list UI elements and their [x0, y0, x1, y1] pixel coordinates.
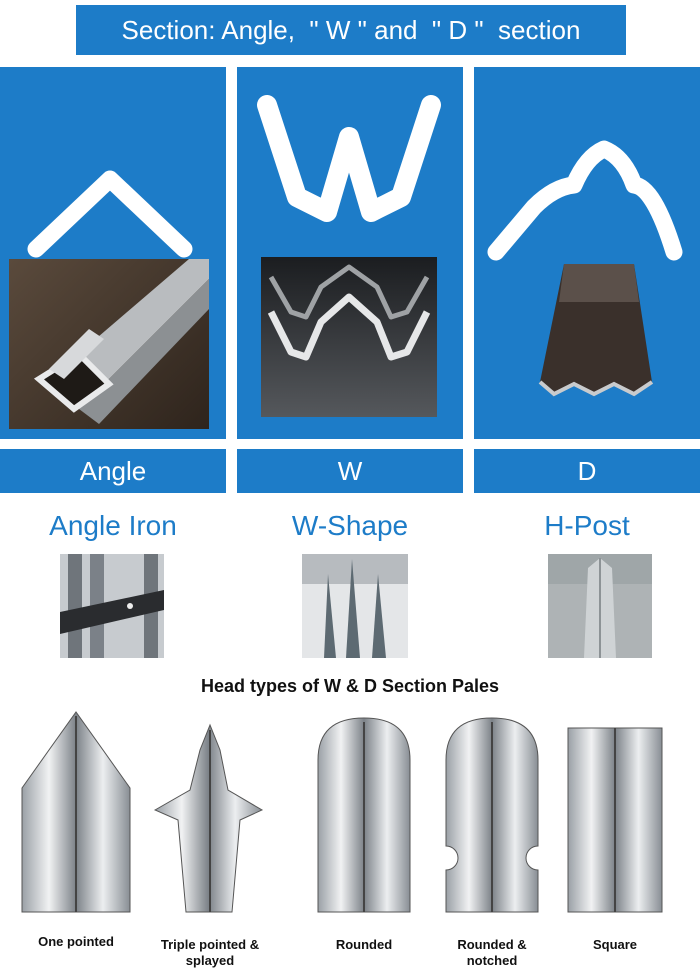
product-label-h-post: H-Post	[544, 510, 630, 541]
h-post-thumbnail	[548, 554, 652, 658]
page-title: Section: Angle, " W " and " D " section	[76, 5, 626, 55]
caption-triple-pointed: Triple pointed & splayed	[160, 937, 260, 968]
rounded-notched-head-icon	[445, 717, 539, 913]
section-label-d: D	[474, 449, 700, 493]
w-shape-thumbnail	[302, 554, 408, 658]
caption-square: Square	[592, 937, 638, 952]
rounded-head-icon	[317, 717, 411, 913]
product-label-angle-iron: Angle Iron	[49, 510, 177, 541]
section-panel-d	[474, 67, 700, 439]
w-profile-icon	[257, 95, 441, 222]
angle-iron-thumbnail	[60, 554, 164, 658]
one-pointed-head-icon	[21, 711, 131, 913]
head-types-illustrations	[21, 711, 663, 913]
product-label-w-shape: W-Shape	[291, 510, 409, 541]
angle-profile-icon	[27, 170, 193, 258]
section-panel-angle	[0, 67, 226, 439]
square-head-icon	[567, 727, 663, 913]
triple-pointed-splayed-head-icon	[153, 723, 264, 913]
section-panel-w	[237, 67, 463, 439]
section-label-angle: Angle	[0, 449, 226, 493]
caption-rounded-notched: Rounded & notched	[457, 937, 527, 968]
d-profile-icon	[487, 140, 683, 261]
caption-rounded: Rounded	[335, 937, 393, 952]
d-section-photo	[534, 262, 660, 402]
head-types-title: Head types of W & D Section Pales	[200, 676, 500, 696]
section-label-w: W	[237, 449, 463, 493]
w-section-photo	[261, 257, 437, 417]
caption-one-pointed: One pointed	[38, 934, 114, 949]
angle-iron-photo	[9, 259, 209, 429]
